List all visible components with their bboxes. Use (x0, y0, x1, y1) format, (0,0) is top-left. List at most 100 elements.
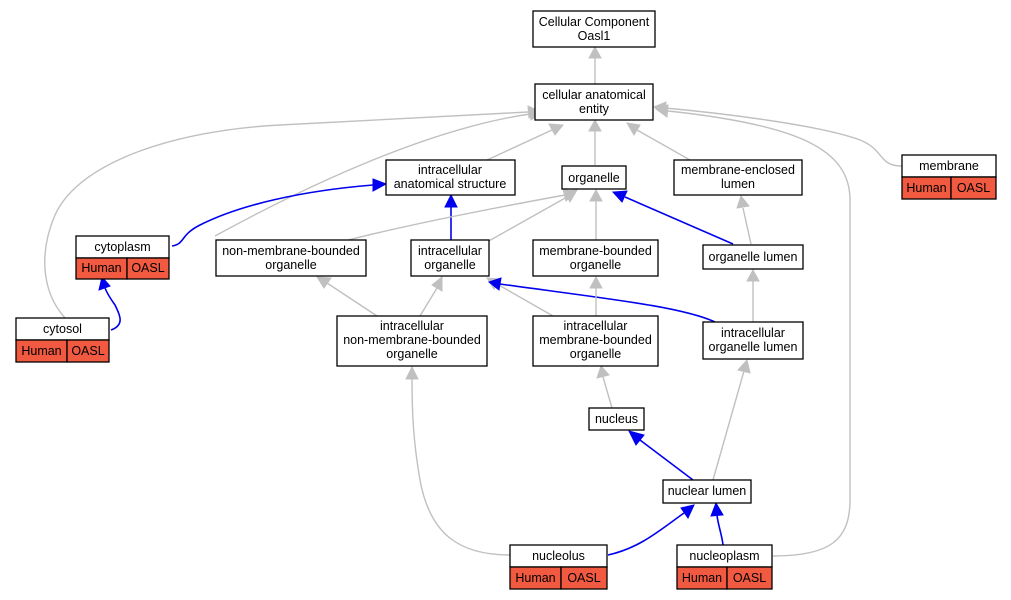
node-label: Cellular Component (539, 15, 650, 29)
node-label: organelle (386, 347, 437, 361)
node-label: intracellular (380, 319, 444, 333)
edge-nmbo-organelle (347, 194, 566, 241)
arrowhead (98, 275, 111, 291)
edges (44, 45, 903, 557)
arrowhead (589, 275, 603, 289)
arrowhead (487, 277, 502, 291)
node-label: intracellular (564, 319, 628, 333)
node-label: membrane-bounded (539, 333, 652, 347)
edge-cytosol-cae (44, 111, 529, 319)
node-cytosol[interactable]: cytosol Human OASL (15, 317, 110, 363)
edge-inmbo-io (419, 287, 438, 317)
edge-ol-organelle (624, 196, 734, 245)
node-nucleus[interactable]: nucleus (588, 407, 645, 431)
edge-cytoplasm-ias (171, 184, 374, 247)
node-membrane-enclosed-lumen[interactable]: membrane-enclosed lumen (673, 159, 803, 196)
node-label: organelle (570, 258, 621, 272)
arrowhead (737, 358, 751, 374)
edge-ol-mel (742, 207, 752, 245)
tag-label: OASL (733, 571, 766, 585)
edge-nucleolus-inmbo (411, 378, 511, 556)
node-organelle[interactable]: organelle (561, 165, 627, 190)
node-cytoplasm[interactable]: cytoplasm Human OASL (75, 235, 170, 280)
tag-oasl (126, 257, 170, 280)
arrowhead (588, 118, 602, 132)
arrowhead (444, 193, 458, 208)
edge-ias-cae (486, 129, 553, 161)
node-nucleolus[interactable]: nucleolus Human OASL (509, 544, 608, 590)
node-label: cytosol (43, 322, 82, 336)
node-membrane[interactable]: membrane Human OASL (901, 154, 997, 200)
arrowhead (596, 365, 610, 379)
arrowhead (588, 45, 602, 59)
node-label: intracellular (418, 244, 482, 258)
edge-nucleoplasm-nl (716, 514, 724, 546)
node-label: organelle (265, 258, 316, 272)
tag-label: Human (21, 344, 61, 358)
node-intracellular-anatomical-structure[interactable]: intracellular anatomical structure (385, 159, 516, 196)
arrowhead (563, 189, 578, 204)
node-intracellular-membrane-bounded-organelle[interactable]: intracellular membrane-bounded organelle (532, 315, 659, 367)
tag-label: Human (81, 261, 121, 275)
node-cellular-component-oasl1[interactable]: Cellular Component Oasl1 (532, 10, 656, 48)
tag-label: OASL (957, 181, 990, 195)
node-nuclear-lumen[interactable]: nuclear lumen (662, 479, 752, 504)
edge-io-organelle (486, 196, 568, 243)
node-label: lumen (721, 177, 755, 191)
edge-nucleus-imbo (602, 376, 613, 409)
node-label: membrane-bounded (539, 244, 652, 258)
node-label: non-membrane-bounded (343, 333, 481, 347)
node-nucleoplasm[interactable]: nucleoplasm Human OASL (676, 544, 773, 590)
edge-cytoplasm-cae (214, 113, 531, 237)
node-label: organelle lumen (709, 250, 798, 264)
tag-label: Human (906, 181, 946, 195)
arrowhead (746, 268, 760, 282)
node-cellular-anatomical-entity[interactable]: cellular anatomical entity (534, 83, 654, 121)
arrowhead (372, 178, 388, 192)
tag-label: OASL (131, 261, 164, 275)
tag-label: Human (515, 571, 555, 585)
node-label: membrane-enclosed (681, 163, 795, 177)
arrowhead (736, 194, 750, 209)
node-label: organelle (568, 171, 619, 185)
tag-oasl (950, 176, 997, 200)
node-membrane-bounded-organelle[interactable]: membrane-bounded organelle (532, 239, 659, 277)
tag-label: OASL (567, 571, 600, 585)
node-label: nucleolus (532, 549, 585, 563)
node-label: Oasl1 (578, 29, 611, 43)
arrowhead (611, 190, 628, 203)
edge-nucleolus-nl (607, 512, 685, 556)
tag-oasl (560, 566, 608, 590)
node-label: nuclear lumen (668, 484, 747, 498)
arrowhead (431, 275, 443, 292)
arrowhead (628, 430, 645, 446)
tag-label: OASL (71, 344, 104, 358)
node-non-membrane-bounded-organelle[interactable]: non-membrane-bounded organelle (215, 239, 367, 277)
arrowhead (680, 504, 695, 519)
edge-nucleoplasm-cae (667, 110, 851, 557)
arrowhead (710, 501, 724, 517)
node-label: entity (579, 102, 610, 116)
node-label: membrane (919, 159, 979, 173)
node-label: organelle (424, 258, 475, 272)
arrowhead (654, 104, 669, 118)
tag-label: Human (682, 571, 722, 585)
arrowhead (316, 276, 332, 289)
node-intracellular-organelle-lumen[interactable]: intracellular organelle lumen (702, 321, 804, 360)
edge-inmbo-nmbo (326, 282, 378, 317)
tag-oasl (66, 339, 110, 363)
node-label: cytoplasm (94, 240, 150, 254)
node-intracellular-organelle[interactable]: intracellular organelle (410, 239, 490, 277)
node-label: non-membrane-bounded (222, 244, 360, 258)
tag-oasl (726, 566, 773, 590)
arrowhead (589, 188, 603, 202)
edge-cytosol-cytoplasm (104, 287, 121, 331)
node-organelle-lumen[interactable]: organelle lumen (702, 244, 804, 270)
edge-nl-iol (712, 370, 745, 481)
node-label: anatomical structure (394, 177, 507, 191)
node-intracellular-non-membrane-bounded-organelle[interactable]: intracellular non-membrane-bounded organ… (336, 315, 488, 367)
node-label: nucleus (595, 412, 638, 426)
edge-iol-io (499, 283, 716, 323)
edge-nl-nucleus (639, 439, 694, 481)
